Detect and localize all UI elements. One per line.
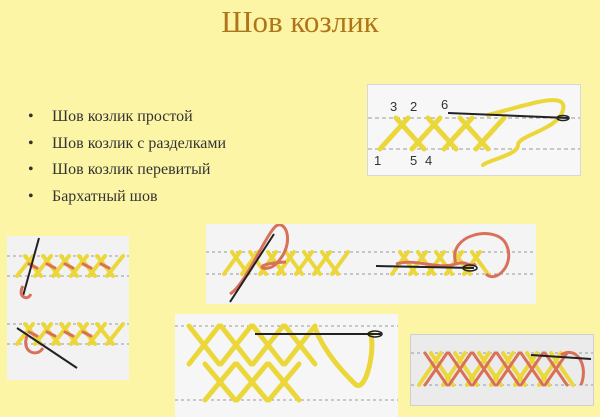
list-item: Шов козлик простой xyxy=(26,104,226,131)
number-label: 3 xyxy=(390,99,397,114)
stitch-type-list: Шов козлик простой Шов козлик с разделка… xyxy=(26,104,226,210)
decorated-herringbone-diagram xyxy=(410,334,594,406)
number-label: 6 xyxy=(441,97,448,112)
number-label: 4 xyxy=(425,153,432,168)
list-item: Бархатный шов xyxy=(26,184,226,211)
number-label: 2 xyxy=(410,99,417,114)
list-item: Шов козлик с разделками xyxy=(26,131,226,158)
twisted-herringbone-diagram xyxy=(206,224,536,304)
number-label: 5 xyxy=(410,153,417,168)
velvet-stitch-diagram xyxy=(175,314,398,417)
simple-herringbone-diagram: 3 2 6 1 5 4 xyxy=(367,84,581,176)
page-title: Шов козлик xyxy=(221,4,379,39)
list-item: Шов козлик перевитый xyxy=(26,157,226,184)
number-label: 1 xyxy=(374,153,381,168)
herringbone-with-spacing-diagram xyxy=(7,236,129,380)
